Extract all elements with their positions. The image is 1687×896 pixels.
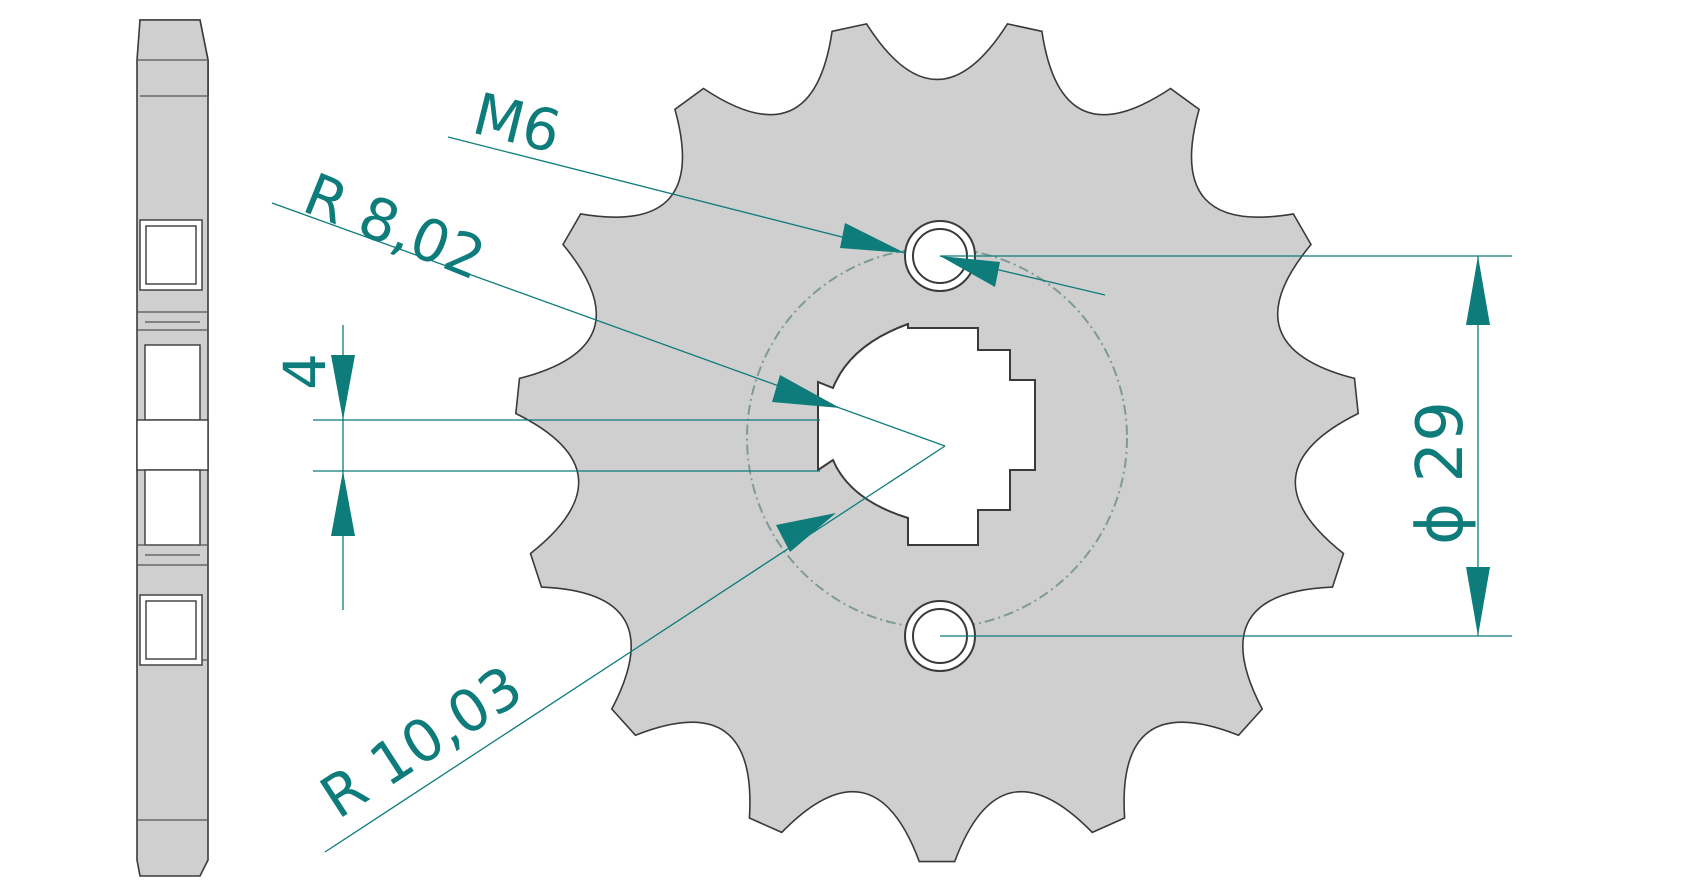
spline-width-dimension: 4 (271, 325, 820, 610)
splined-bore (817, 322, 1036, 546)
inner-radius-label: R 8,02 (295, 160, 495, 293)
spline-width-label: 4 (271, 353, 339, 390)
profile-bore-slot (136, 419, 209, 471)
pitch-diameter-dimension: ϕ 29 (940, 255, 1512, 637)
thread-label: M6 (467, 80, 568, 167)
profile-window-mid-lower (144, 469, 201, 546)
pitch-diameter-label: ϕ 29 (1404, 401, 1478, 545)
outer-radius-label: R 10,03 (309, 652, 535, 831)
side-profile-view (136, 19, 209, 877)
profile-window-mid-upper (144, 344, 201, 421)
